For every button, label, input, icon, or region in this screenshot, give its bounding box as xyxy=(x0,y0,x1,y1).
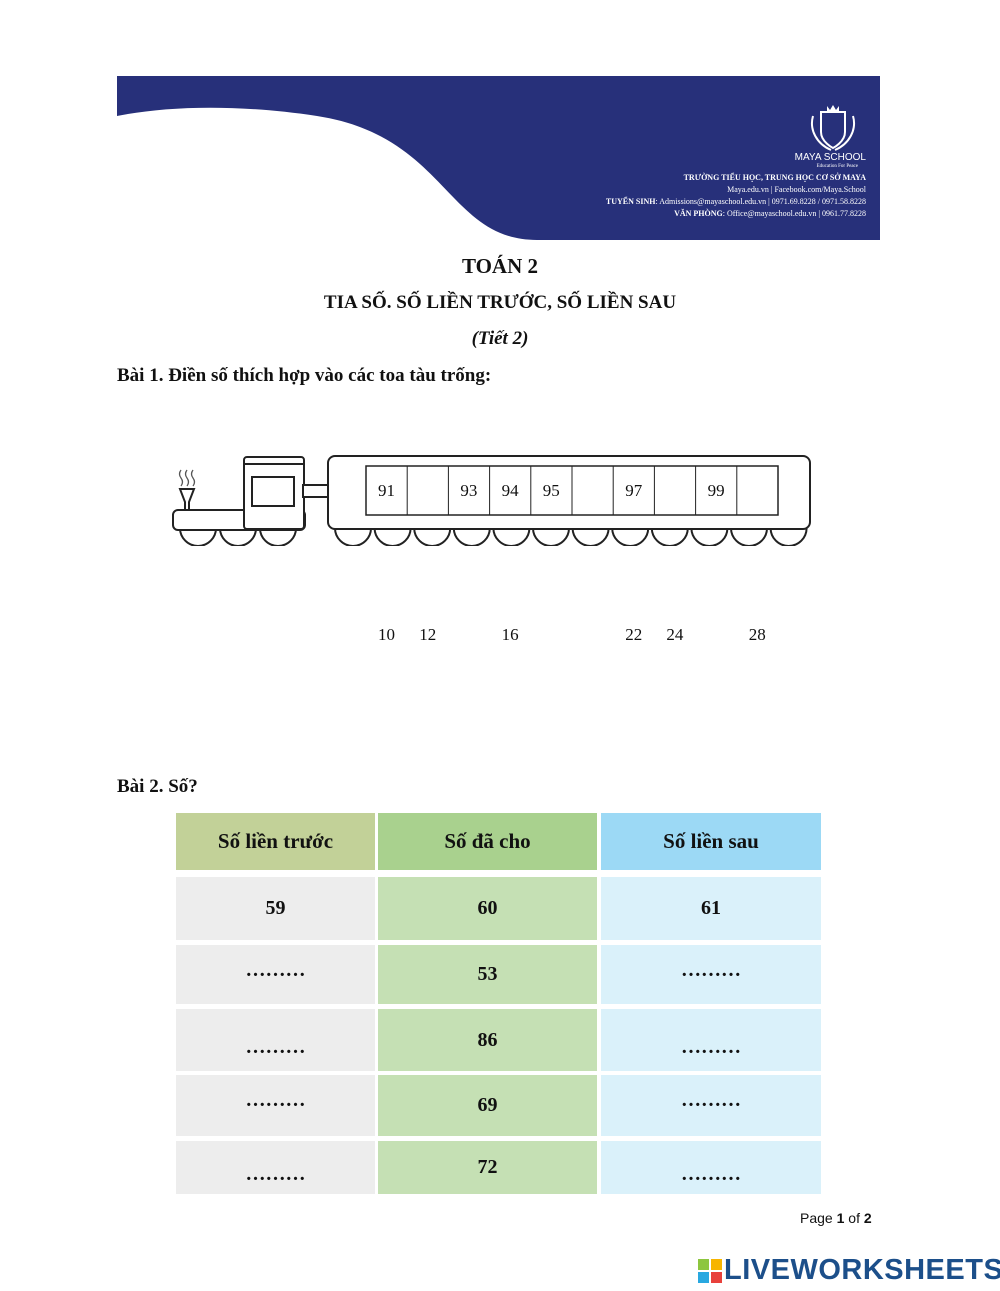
train-cell xyxy=(531,610,572,659)
train-cell-value: 97 xyxy=(625,480,643,500)
wheel xyxy=(611,527,650,546)
table-blank-cell[interactable]: ……… xyxy=(176,1075,375,1136)
train-cell-value: 91 xyxy=(378,480,395,500)
train-cell xyxy=(572,466,613,515)
admissions-label: TUYỂN SINH xyxy=(605,197,656,206)
wheel xyxy=(179,527,217,546)
train-cell-input[interactable] xyxy=(449,613,488,656)
table-cell: 69 xyxy=(378,1075,597,1136)
wheel xyxy=(571,527,610,546)
liveworksheets-logo: LIVEWORKSHEETS xyxy=(698,1254,1000,1287)
train-cell-input[interactable] xyxy=(697,613,736,656)
school-tagline: Education For Peace xyxy=(816,164,858,169)
train-cell xyxy=(737,466,778,515)
train-cell-value: 99 xyxy=(707,480,725,500)
table-cell: 86 xyxy=(378,1009,597,1071)
table-blank-cell[interactable]: ……… xyxy=(176,945,375,1004)
train-cell-input[interactable] xyxy=(573,613,612,656)
train-cell-input[interactable] xyxy=(408,469,447,512)
chimney-icon xyxy=(178,488,196,511)
table-blank-cell[interactable]: ……… xyxy=(176,1009,375,1071)
train-cell-input[interactable] xyxy=(532,613,571,656)
exercise2-heading: Bài 2. Số? xyxy=(117,776,198,797)
lesson-label: (Tiết 2) xyxy=(471,328,529,349)
school-name: TRƯỜNG TIỂU HỌC, TRUNG HỌC CƠ SỞ MAYA xyxy=(683,173,866,182)
train-cell-input[interactable] xyxy=(573,469,612,512)
table-header-cell: Số liền trước xyxy=(176,813,375,870)
school-crest-icon xyxy=(811,105,855,151)
table-cell: 61 xyxy=(601,877,821,940)
table-header-cell: Số đã cho xyxy=(378,813,597,870)
exercise1-heading: Bài 1. Điền số thích hợp vào các toa tàu… xyxy=(117,365,492,386)
school-web: Maya.edu.vn | Facebook.com/Maya.School xyxy=(727,185,866,194)
train-cell xyxy=(448,610,489,659)
page-mid: of xyxy=(844,1210,864,1226)
page-current: 1 xyxy=(836,1210,845,1226)
table-cell: 53 xyxy=(378,945,597,1004)
school-logo-text: MAYA SCHOOL xyxy=(794,152,866,163)
wheel xyxy=(769,527,808,546)
page-total: 2 xyxy=(863,1210,872,1226)
train-cell-input[interactable] xyxy=(738,469,777,512)
wheel xyxy=(452,527,491,546)
table-blank-cell[interactable]: ……… xyxy=(601,1009,821,1071)
locomotive-window xyxy=(251,476,295,507)
table-header-cell: Số liền sau xyxy=(601,813,821,870)
school-admissions: TUYỂN SINH: Admissions@mayaschool.edu.vn… xyxy=(606,197,866,206)
train-cell xyxy=(696,610,737,659)
school-office: VĂN PHÒNG: Office@mayaschool.edu.vn | 09… xyxy=(674,209,866,218)
train-cell-value: 94 xyxy=(501,480,519,500)
smoke-icon xyxy=(178,469,196,487)
train-cell-value: 22 xyxy=(625,624,643,644)
wheel xyxy=(690,527,729,546)
live-blocks-icon xyxy=(698,1258,722,1283)
wheel xyxy=(334,527,372,546)
train-cell xyxy=(572,610,613,659)
page-number: Page 1 of 2 xyxy=(800,1210,872,1226)
table-blank-cell[interactable]: ……… xyxy=(601,945,821,1004)
train-cell-value: 28 xyxy=(748,624,766,644)
wheel xyxy=(413,527,452,546)
office-label: VĂN PHÒNG xyxy=(674,209,723,218)
train-cell xyxy=(654,466,695,515)
train-cell-value: 95 xyxy=(542,480,560,500)
wheel xyxy=(492,527,531,546)
train-cell-value: 10 xyxy=(378,624,395,644)
train-cell xyxy=(407,466,448,515)
table-blank-cell[interactable]: ……… xyxy=(601,1141,821,1194)
table-blank-cell[interactable]: ……… xyxy=(601,1075,821,1136)
table-cell: 72 xyxy=(378,1141,597,1194)
table-cell: 60 xyxy=(378,877,597,940)
train-cell-value: 12 xyxy=(419,624,437,644)
wheel xyxy=(532,527,570,546)
wheel xyxy=(730,527,768,546)
wheel xyxy=(219,527,257,546)
train-cell-value: 16 xyxy=(501,624,519,644)
table-cell: 59 xyxy=(176,877,375,940)
train-cell-value: 24 xyxy=(666,624,684,644)
office-contact: : Office@mayaschool.edu.vn | 0961.77.822… xyxy=(722,209,866,218)
school-header-banner: MAYA SCHOOL Education For Peace TRƯỜNG T… xyxy=(117,76,880,240)
page-title: TOÁN 2 xyxy=(461,254,539,278)
liveworksheets-brand: LIVEWORKSHEETS xyxy=(724,1254,1000,1286)
wheel xyxy=(373,527,412,546)
admissions-contact: : Admissions@mayaschool.edu.vn | 0971.69… xyxy=(655,197,866,206)
table-blank-cell[interactable]: ……… xyxy=(176,1141,375,1194)
wheel xyxy=(259,527,297,546)
page-subtitle: TIA SỐ. SỐ LIỀN TRƯỚC, SỐ LIỀN SAU xyxy=(323,292,677,313)
coupler xyxy=(302,484,330,498)
train-cell-input[interactable] xyxy=(655,469,694,512)
page-prefix: Page xyxy=(800,1210,837,1226)
train-cell-value: 93 xyxy=(460,480,478,500)
wheel xyxy=(650,527,689,546)
